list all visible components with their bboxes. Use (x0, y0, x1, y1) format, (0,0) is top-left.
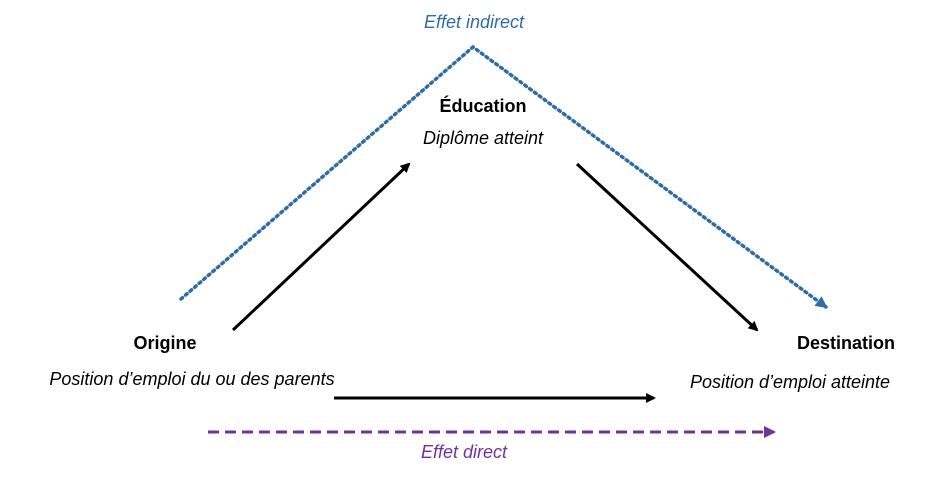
education-subtitle: Diplôme atteint (423, 128, 544, 148)
education-title: Éducation (439, 95, 526, 116)
destination-title: Destination (797, 333, 895, 353)
education-to-destination-arrow (575, 162, 759, 332)
indirect-effect-label: Effet indirect (424, 12, 525, 32)
destination-subtitle: Position d’emploi atteinte (690, 372, 890, 392)
direct-effect-label: Effet direct (421, 442, 508, 462)
origin-title: Origine (133, 333, 196, 353)
origin-to-education-arrow (231, 162, 411, 332)
origin-subtitle: Position d’emploi du ou des parents (49, 369, 334, 389)
indirect-effect-path (179, 44, 828, 309)
